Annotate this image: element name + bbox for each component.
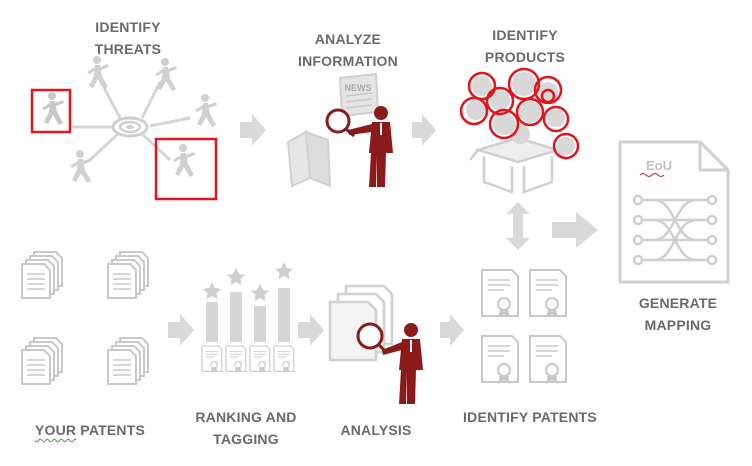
your-patents-label: YOUR PATENTS (34, 422, 145, 438)
magnifier-icon (325, 108, 355, 138)
double-arrow-icon (506, 202, 530, 250)
arrow-right-icon (168, 314, 194, 346)
threat-highlight-box (30, 88, 72, 134)
analyst-person-icon (382, 323, 423, 404)
arrow-right-icon (412, 114, 436, 146)
eou-document-icon (618, 140, 730, 284)
eou-doc-title: EoU (646, 158, 672, 173)
analyze-information-label: ANALYZE INFORMATION (298, 31, 398, 69)
analysis-label: ANALYSIS (340, 422, 412, 438)
news-sign-text: NEWS (345, 83, 372, 93)
tagged-certificates (201, 345, 295, 373)
arrow-right-icon (240, 114, 266, 146)
product-box-icon (469, 136, 567, 194)
spellcheck-squiggle (639, 173, 665, 177)
threat-highlight-box (154, 137, 218, 201)
patent-document-stacks (22, 252, 148, 384)
ranking-and-tagging-label: RANKING AND TAGGING (195, 409, 297, 447)
star-icons (203, 262, 293, 301)
magnifier-icon (356, 322, 388, 354)
patent-certificates-icon (481, 269, 567, 385)
arrow-right-icon (552, 212, 598, 248)
arrow-right-icon (440, 314, 464, 346)
analyst-person-icon (348, 106, 393, 187)
identify-patents-label: IDENTIFY PATENTS (463, 409, 597, 425)
product-icons (466, 72, 575, 155)
newspaper-icon (286, 72, 380, 188)
generate-mapping-label: GENERATE MAPPING (638, 295, 718, 333)
ranking-bars-icon (206, 288, 290, 342)
threat-target-icon (111, 116, 149, 138)
product-highlight-circles (459, 67, 580, 160)
identify-threats-label: IDENTIFY THREATS (94, 19, 162, 57)
identify-products-label: IDENTIFY PRODUCTS (484, 27, 566, 65)
arrow-right-icon (298, 314, 324, 346)
threat-arrows (70, 79, 191, 162)
